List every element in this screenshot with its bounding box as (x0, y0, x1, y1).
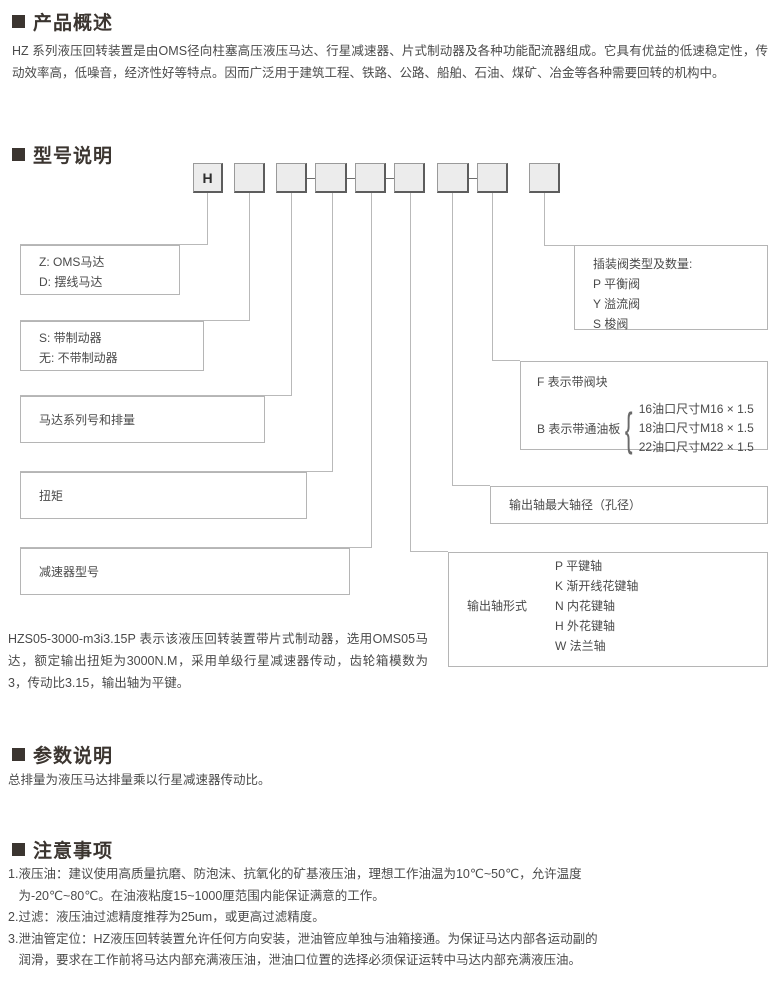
motor-type-item-0: Z: OMS马达 (39, 255, 105, 269)
connector-line-box3-h (20, 395, 292, 396)
shaft-form-item-0: P 平键轴 (555, 558, 603, 573)
callout-shaft-form: 输出轴形式 P 平键轴 K 渐开线花键轴 N 内花键轴 H 外花键轴 W 法兰轴 (448, 552, 768, 667)
connector-line-box8-h (492, 360, 520, 361)
connector-line-box7 (452, 193, 453, 485)
dash-separator-3 (386, 178, 394, 179)
model-example-paragraph: HZS05-3000-m3i3.15P 表示该液压回转装置带片式制动器，选用OM… (8, 632, 428, 690)
dash-separator-4 (469, 178, 477, 179)
cartridge-valve-item-0: P 平衡阀 (593, 277, 641, 291)
connector-line-box4 (332, 193, 333, 471)
dash-separator-1 (307, 178, 315, 179)
connector-line-box2 (249, 193, 250, 320)
section-heading-model: 型号说明 (12, 141, 113, 168)
shaft-diameter-text: 输出轴最大轴径（孔径） (509, 498, 642, 512)
connector-line-box6-h (410, 551, 448, 552)
shaft-form-item-2: N 内花键轴 (555, 598, 616, 613)
shaft-form-item-1: K 渐开线花键轴 (555, 578, 639, 593)
callout-valve-block: F 表示带阀块 B 表示带通油板 { 16油口尺寸M16 × 1.5 18油口尺… (520, 361, 768, 454)
connector-line-box6 (410, 193, 411, 551)
overview-heading-text: 产品概述 (33, 13, 114, 34)
valve-block-item-0: 16油口尺寸M16 × 1.5 (638, 402, 754, 416)
connector-line-box2-h (20, 320, 250, 321)
code-box-8[interactable] (477, 163, 508, 193)
code-box-4[interactable] (315, 163, 347, 193)
overview-paragraph: HZ 系列液压回转装置是由OMS径向柱塞高压液压马达、行星减速器、片式制动器及各… (12, 44, 768, 80)
note-number: 1. (8, 867, 19, 881)
parameters-heading-text: 参数说明 (33, 746, 114, 767)
code-box-7[interactable] (437, 163, 469, 193)
note-text: 过滤：液压油过滤精度推荐为25um，或更高过滤精度。 (18, 910, 325, 924)
code-box-3[interactable] (276, 163, 307, 193)
section-heading-parameters: 参数说明 (12, 741, 113, 768)
connector-line-box9-h (544, 245, 575, 246)
motor-type-item-1: D: 摆线马达 (39, 275, 103, 289)
code-box-1[interactable]: H (193, 163, 223, 193)
note-number: 3. (8, 931, 19, 946)
code-box-2[interactable] (234, 163, 265, 193)
code-box-6[interactable] (394, 163, 425, 193)
brake-item-1: 无: 不带制动器 (39, 351, 118, 365)
cartridge-valve-title: 插装阀类型及数量: (593, 257, 693, 271)
callout-brake: S: 带制动器 无: 不带制动器 (20, 321, 204, 371)
note-item: 3. 泄油管定位：HZ液压回转装置允许任何方向安装，泄油管应单独与油箱接通。为保… (8, 929, 608, 972)
code-box-5[interactable] (355, 163, 386, 193)
connector-line-box8 (492, 193, 493, 360)
note-item: 1. 液压油：建议使用高质量抗磨、防泡沫、抗氧化的矿基液压油，理想工作油温为10… (8, 864, 608, 907)
motor-series-text: 马达系列号和排量 (39, 412, 136, 427)
torque-text: 扭矩 (39, 488, 64, 503)
notes-heading-text: 注意事项 (33, 841, 114, 862)
cartridge-valve-item-1: Y 溢流阀 (593, 297, 641, 311)
valve-block-line1: F 表示带阀块 (537, 375, 608, 389)
reducer-model-text: 减速器型号 (39, 564, 100, 579)
dash-separator-2 (347, 178, 355, 179)
note-item: 2. 过滤：液压油过滤精度推荐为25um，或更高过滤精度。 (8, 907, 608, 929)
valve-block-item-2: 22油口尺寸M22 × 1.5 (638, 440, 754, 454)
shaft-form-item-3: H 外花键轴 (555, 618, 616, 633)
connector-line-box5 (371, 193, 372, 547)
bullet-square-icon (12, 748, 25, 761)
code-box-9[interactable] (529, 163, 560, 193)
shaft-form-item-4: W 法兰轴 (555, 638, 606, 653)
callout-torque: 扭矩 (20, 472, 307, 519)
connector-line-box4-h (20, 471, 333, 472)
valve-block-line2-label: B 表示带通油板 (537, 421, 621, 436)
callout-motor-type: Z: OMS马达 D: 摆线马达 (20, 245, 180, 295)
note-text: 泄油管定位：HZ液压回转装置允许任何方向安装，泄油管应单独与油箱接通。为保证马达… (18, 931, 598, 968)
model-heading-text: 型号说明 (33, 146, 114, 167)
bullet-square-icon (12, 843, 25, 856)
connector-line-box1-h (20, 244, 208, 245)
valve-block-item-1: 18油口尺寸M18 × 1.5 (638, 421, 754, 435)
connector-line-box9 (544, 193, 545, 245)
bullet-square-icon (12, 15, 25, 28)
bullet-square-icon (12, 148, 25, 161)
cartridge-valve-item-2: S 梭阀 (593, 317, 629, 331)
parameters-paragraph: 总排量为液压马达排量乘以行星减速器传动比。 (8, 773, 271, 787)
shaft-form-label: 输出轴形式 (467, 598, 528, 613)
note-number: 2. (8, 910, 19, 924)
connector-line-box1 (207, 193, 208, 244)
callout-reducer-model: 减速器型号 (20, 548, 350, 595)
note-text: 液压油：建议使用高质量抗磨、防泡沫、抗氧化的矿基液压油，理想工作油温为10℃~5… (18, 867, 582, 903)
callout-motor-series: 马达系列号和排量 (20, 396, 265, 443)
connector-line-box7-h (452, 485, 490, 486)
section-heading-overview: 产品概述 (12, 8, 113, 35)
brake-item-0: S: 带制动器 (39, 331, 102, 345)
callout-shaft-diameter: 输出轴最大轴径（孔径） (490, 486, 768, 524)
valve-block-brace-group: B 表示带通油板 { 16油口尺寸M16 × 1.5 18油口尺寸M18 × 1… (537, 400, 767, 457)
notes-list: 1. 液压油：建议使用高质量抗磨、防泡沫、抗氧化的矿基液压油，理想工作油温为10… (8, 864, 608, 972)
section-heading-notes: 注意事项 (12, 836, 113, 863)
connector-line-box5-h (20, 547, 372, 548)
callout-cartridge-valve: 插装阀类型及数量: P 平衡阀 Y 溢流阀 S 梭阀 (574, 245, 768, 331)
connector-line-box3 (291, 193, 292, 395)
